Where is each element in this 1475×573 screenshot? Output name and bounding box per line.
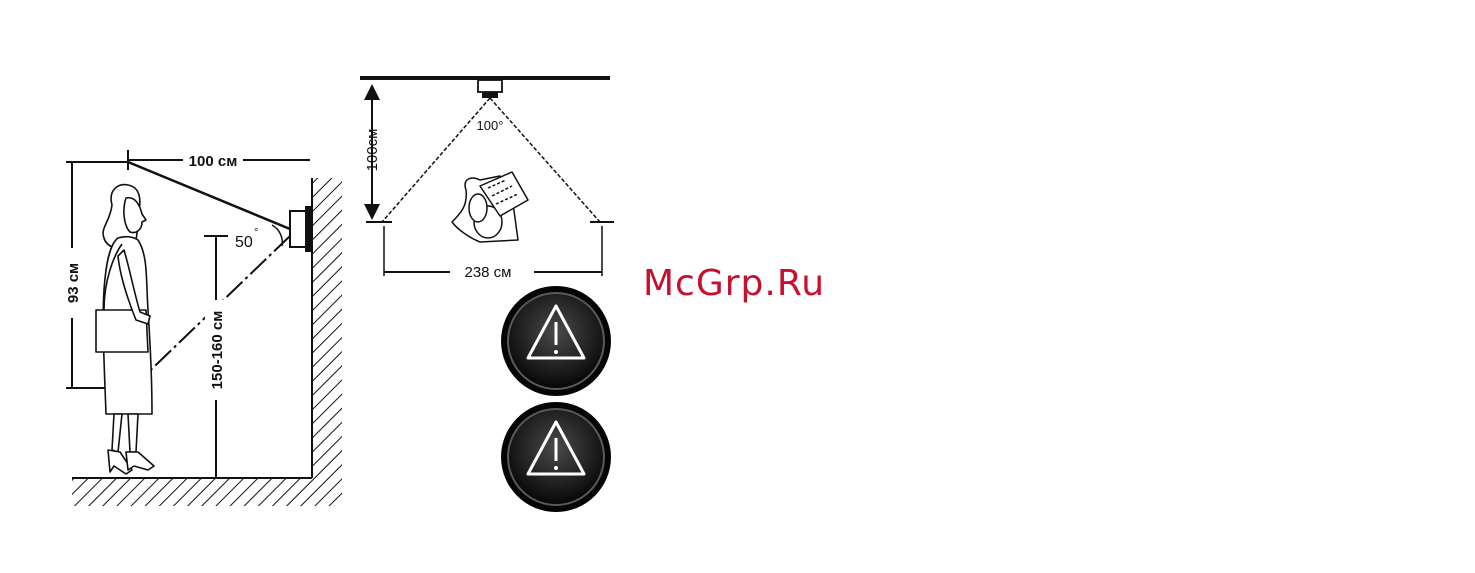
wall-installation-diagram: 100 см 50 ° 93 см 150-160 см bbox=[62, 150, 342, 506]
person-top-view bbox=[452, 172, 528, 242]
horizontal-distance-label: 100 см bbox=[189, 153, 238, 170]
angle-degree-mark: ° bbox=[254, 227, 258, 239]
view-angle-label: 100° bbox=[477, 118, 504, 133]
person-height-label: 93 см bbox=[65, 263, 82, 303]
angle-label: 50 bbox=[235, 234, 253, 251]
wall-detector bbox=[272, 206, 312, 252]
mount-height-label: 150-160 см bbox=[209, 311, 226, 390]
watermark-text: McGrp.Ru bbox=[643, 263, 825, 304]
warning-button-2 bbox=[501, 402, 611, 512]
ceiling-detector bbox=[478, 80, 502, 98]
ceiling-installation-diagram: 100° 100см 238 см bbox=[360, 78, 614, 282]
person-figure bbox=[96, 185, 154, 474]
coverage-width-label: 238 см bbox=[464, 264, 511, 281]
floor bbox=[72, 478, 342, 506]
ceiling-height-label: 100см bbox=[364, 129, 381, 172]
detection-upper-line bbox=[128, 162, 290, 229]
warning-button-1 bbox=[501, 286, 611, 396]
wall bbox=[312, 178, 342, 478]
